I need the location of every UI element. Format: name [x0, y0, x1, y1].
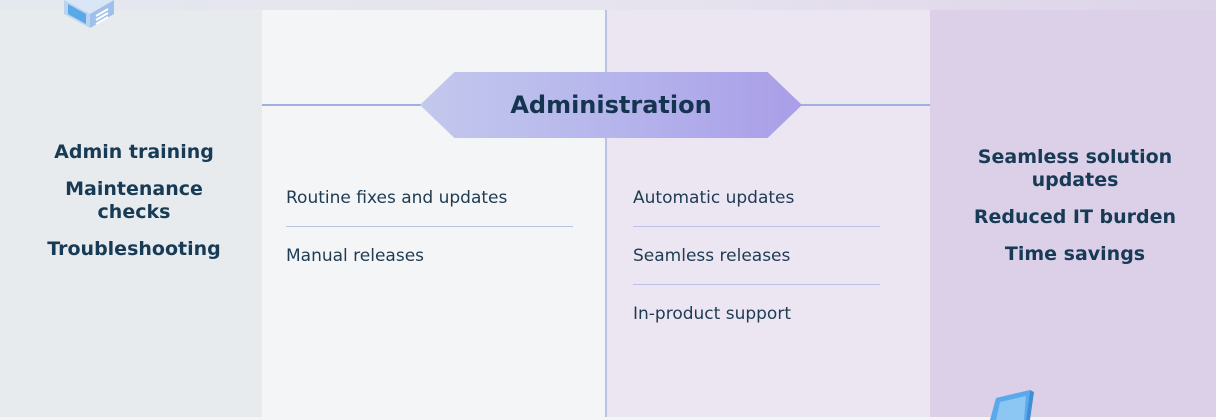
list-item: Automatic updates: [633, 188, 795, 208]
laptop-illustration-icon: [990, 390, 1034, 420]
list-divider: [633, 284, 880, 285]
after-list: Automatic updates Seamless releases In-p…: [633, 182, 880, 330]
list-item: Routine fixes and updates: [286, 188, 508, 208]
banner-title: Administration: [510, 91, 712, 119]
pre-benefits: Admin training Maintenance checks Troubl…: [18, 141, 250, 275]
top-band: [0, 0, 1216, 10]
benefit-reduced-it-burden: Reduced IT burden: [973, 206, 1177, 228]
banner-connector-left: [262, 104, 428, 106]
administration-banner: [420, 72, 802, 138]
list-item: Manual releases: [286, 246, 425, 266]
column-before-benefits: [0, 10, 262, 417]
benefit-admin-training: Admin training: [54, 141, 214, 163]
list-divider: [286, 226, 573, 227]
benefit-troubleshooting: Troubleshooting: [47, 238, 221, 260]
list-item: In-product support: [633, 304, 791, 324]
benefit-seamless-updates: Seamless solution updates: [977, 146, 1173, 191]
column-after-benefits: [930, 10, 1216, 417]
benefit-maintenance-checks: Maintenance checks: [65, 178, 203, 223]
banner-connector-right: [790, 104, 930, 106]
center-divider: [605, 10, 607, 417]
before-list: Routine fixes and updates Manual release…: [286, 182, 573, 272]
server-illustration-icon: [64, 0, 114, 28]
benefit-time-savings: Time savings: [1004, 243, 1146, 265]
list-item: Seamless releases: [633, 246, 791, 266]
post-benefits: Seamless solution updates Reduced IT bur…: [942, 146, 1208, 280]
list-divider: [633, 226, 880, 227]
